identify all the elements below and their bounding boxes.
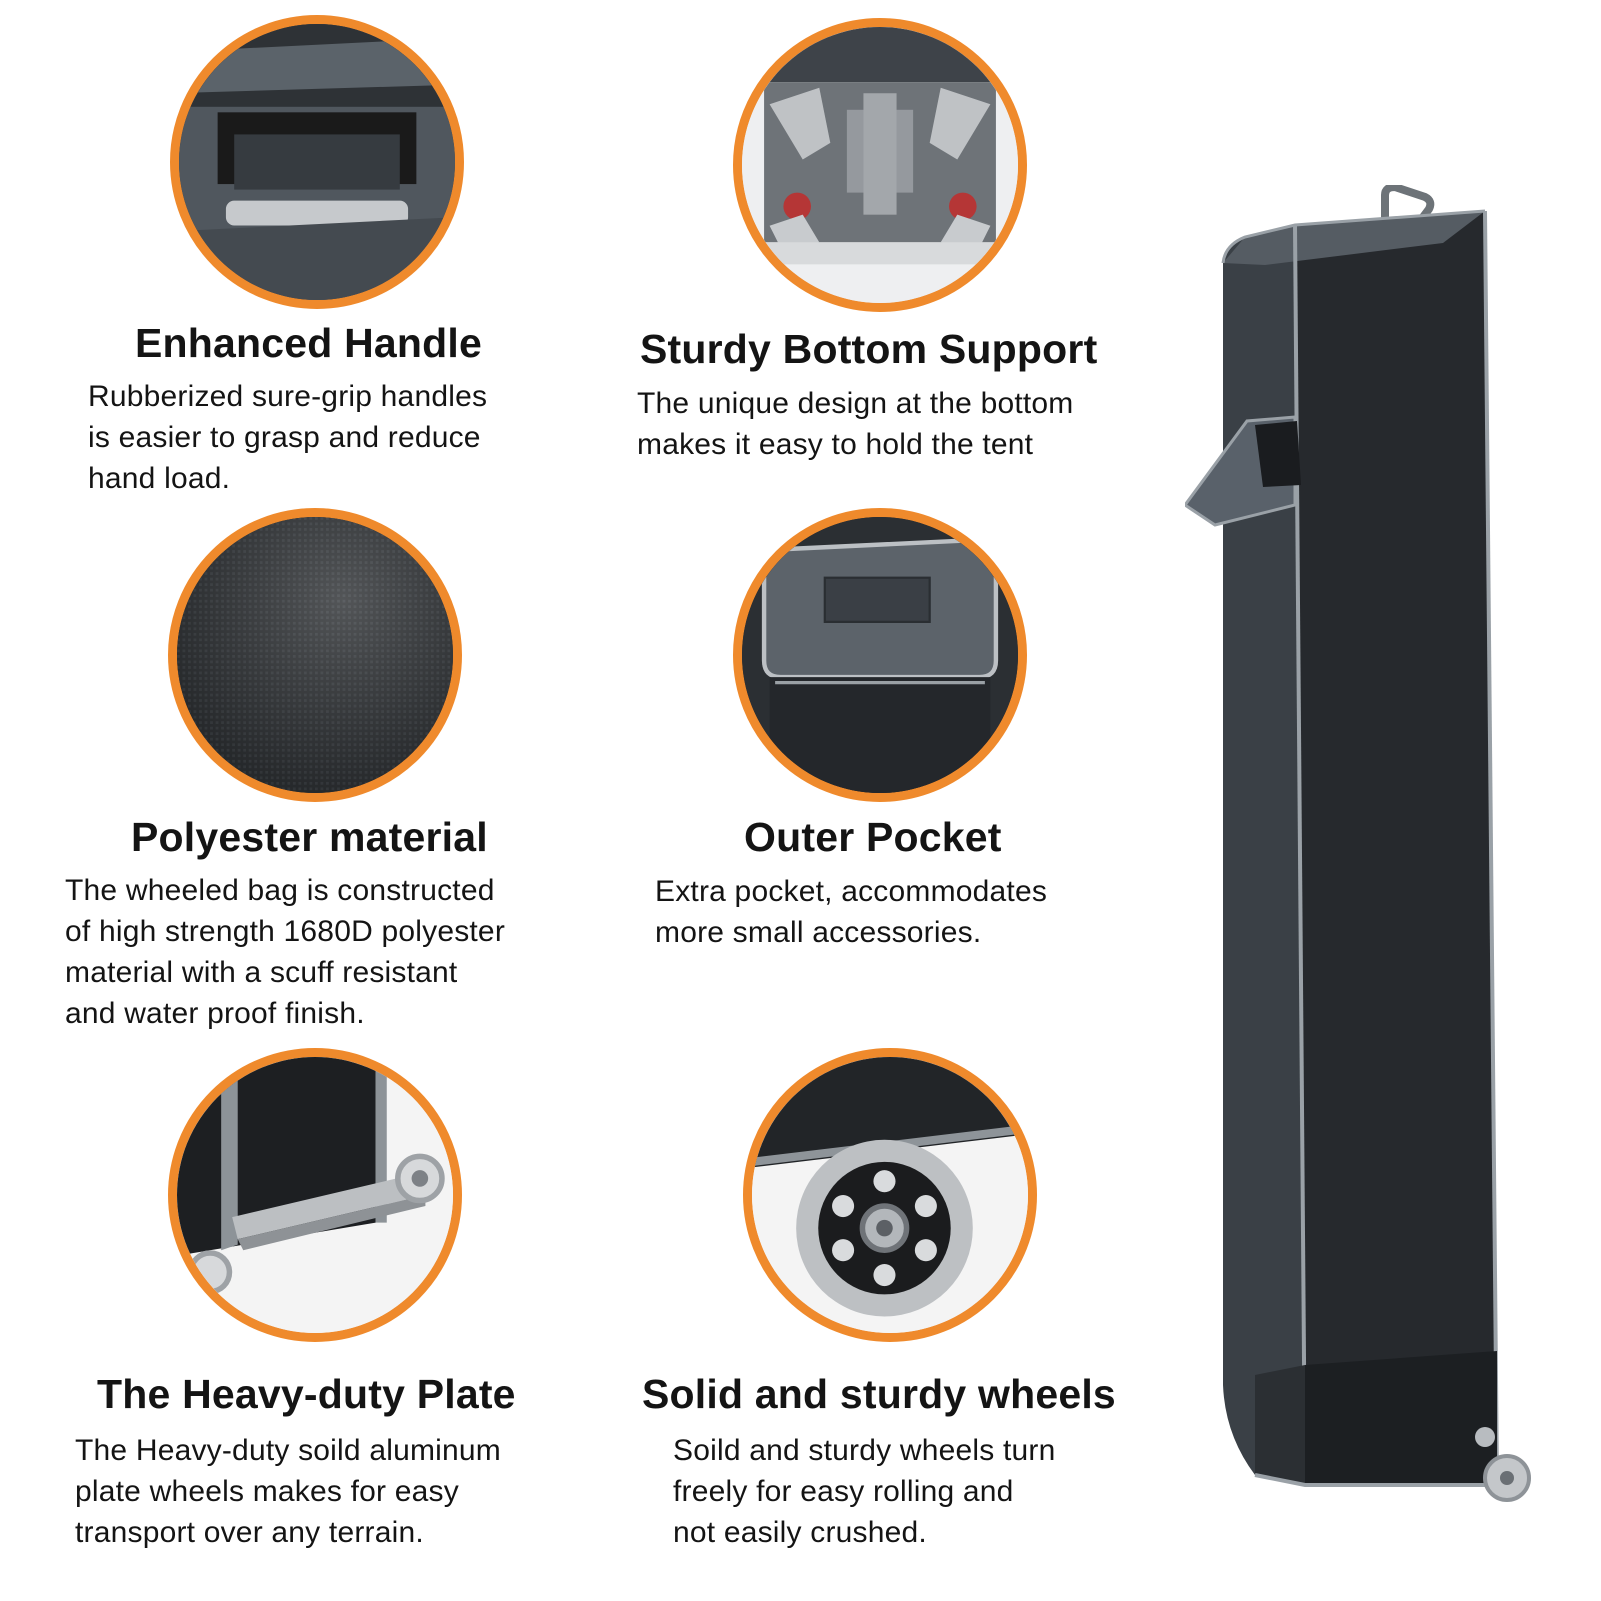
feature-description: Extra pocket, accommodates more small ac… [655, 875, 1048, 949]
feature-description: The wheeled bag is constructed of high s… [65, 874, 506, 1030]
feature-title: Sturdy Bottom Support [640, 326, 1098, 372]
feature-description: Rubberized sure-grip handles is easier t… [88, 380, 488, 495]
wheel-closeup-image [743, 1048, 1037, 1342]
feature-description: The Heavy-duty soild aluminum plate whee… [75, 1434, 501, 1549]
bottom-support-closeup-image [733, 18, 1027, 312]
plate-closeup-image [168, 1048, 462, 1342]
fabric-texture-closeup-image [168, 508, 462, 802]
feature-description: The unique design at the bottom makes it… [637, 387, 1074, 461]
handle-closeup-image [170, 15, 464, 309]
feature-title: Outer Pocket [744, 814, 1002, 860]
pocket-closeup-image [733, 508, 1027, 802]
rolling-tent-bag-image [1185, 185, 1595, 1595]
feature-description: Soild and sturdy wheels turn freely for … [673, 1434, 1056, 1549]
feature-title: Polyester material [131, 814, 488, 860]
feature-title: Enhanced Handle [135, 320, 483, 366]
feature-title: The Heavy-duty Plate [97, 1371, 516, 1417]
feature-title: Solid and sturdy wheels [642, 1371, 1116, 1417]
